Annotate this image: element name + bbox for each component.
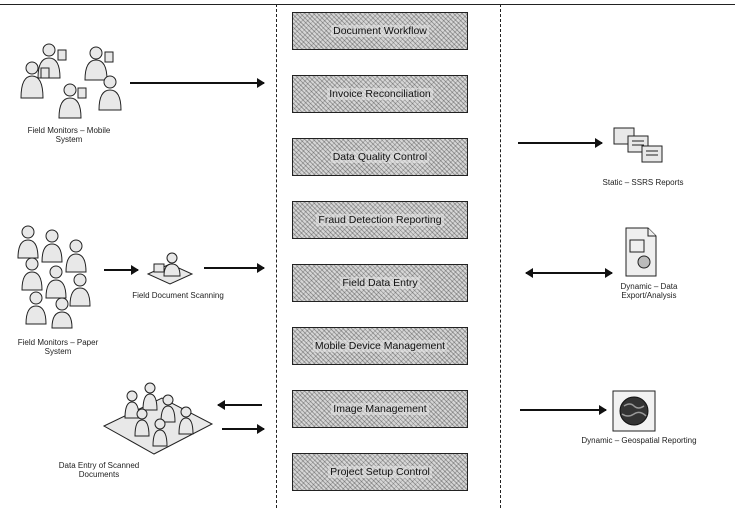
caption-line: System xyxy=(44,347,72,356)
caption-line: Field Monitors – Mobile xyxy=(27,126,111,135)
document-scanning-caption: Field Document Scanning xyxy=(132,291,224,300)
process-label: Data Quality Control xyxy=(330,151,430,163)
paper-monitors-caption: Field Monitors – Paper System xyxy=(8,338,108,356)
process-label: Mobile Device Management xyxy=(312,340,448,352)
process-box-fraud-detection-reporting: Fraud Detection Reporting xyxy=(292,201,468,239)
right-dashed-boundary xyxy=(500,4,501,508)
process-label: Project Setup Control xyxy=(328,466,432,478)
caption-line: Export/Analysis xyxy=(621,291,677,300)
caption-line: System xyxy=(55,135,83,144)
process-label: Field Data Entry xyxy=(340,277,420,289)
process-box-mobile-device-management: Mobile Device Management xyxy=(292,327,468,365)
caption-line: Dynamic – Data xyxy=(620,282,678,291)
process-box-field-data-entry: Field Data Entry xyxy=(292,264,468,302)
data-entry-caption: Data Entry of Scanned Documents xyxy=(44,461,154,479)
process-box-image-management: Image Management xyxy=(292,390,468,428)
arrow-process-to-geospatial xyxy=(520,405,607,415)
top-rule xyxy=(0,4,735,5)
data-export-caption: Dynamic – Data Export/Analysis xyxy=(604,282,694,300)
arrow-process-to-data-entry xyxy=(217,400,262,410)
report-screens-icon xyxy=(613,127,663,163)
export-document-icon xyxy=(625,227,657,277)
arrow-data-entry-to-process xyxy=(222,424,265,434)
left-dashed-boundary xyxy=(276,4,277,508)
people-group-icon xyxy=(17,225,91,329)
caption-line: Documents xyxy=(78,470,120,479)
caption-line: Data Entry of Scanned xyxy=(58,461,140,470)
process-label: Invoice Reconciliation xyxy=(327,88,433,100)
process-label: Document Workflow xyxy=(331,25,429,37)
process-label: Image Management xyxy=(331,403,429,415)
process-box-project-setup-control: Project Setup Control xyxy=(292,453,468,491)
process-box-invoice-reconciliation: Invoice Reconciliation xyxy=(292,75,468,113)
arrow-mobile-to-process xyxy=(130,78,265,88)
process-label: Fraud Detection Reporting xyxy=(316,214,444,226)
people-with-devices-icon xyxy=(20,43,122,119)
globe-icon xyxy=(612,390,656,432)
static-reports-caption: Static – SSRS Reports xyxy=(602,178,684,187)
geospatial-caption: Dynamic – Geospatial Reporting xyxy=(581,436,697,445)
arrow-process-to-static-reports xyxy=(518,138,603,148)
mobile-monitors-caption: Field Monitors – Mobile System xyxy=(14,126,124,144)
process-box-document-workflow: Document Workflow xyxy=(292,12,468,50)
arrow-scanning-to-process xyxy=(204,263,265,273)
data-entry-workers-icon xyxy=(102,382,214,455)
caption-line: Field Monitors – Paper xyxy=(17,338,99,347)
scanner-workstation-icon xyxy=(146,252,194,285)
arrow-paper-to-scanning xyxy=(104,265,139,275)
arrow-bidirectional-data-export xyxy=(525,268,613,278)
process-box-data-quality-control: Data Quality Control xyxy=(292,138,468,176)
